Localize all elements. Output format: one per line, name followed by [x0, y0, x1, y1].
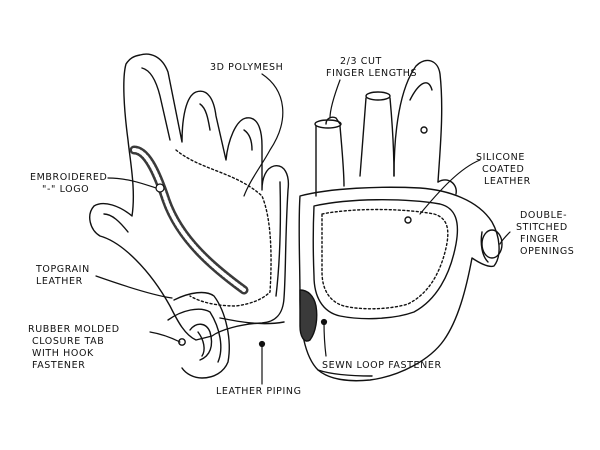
label-finger-lengths-line2: FINGER LENGTHS	[326, 68, 418, 79]
label-sewn-loop: SEWN LOOP FASTENER	[322, 360, 442, 371]
label-double-line4: OPENINGS	[520, 246, 575, 257]
right-glove	[298, 59, 503, 382]
label-rubber-line3: WITH HOOK	[32, 348, 94, 359]
label-double-line1: DOUBLE-	[520, 210, 568, 221]
label-double-line2: STITCHED	[516, 222, 568, 233]
label-silicone-line1: SILICONE	[476, 152, 525, 163]
label-finger-lengths-line1: 2/3 CUT	[340, 56, 382, 67]
label-embroidered-line2: "-" LOGO	[42, 184, 90, 195]
label-leather-piping: LEATHER PIPING	[216, 386, 302, 397]
label-rubber-line4: FASTENER	[32, 360, 86, 371]
label-topgrain-line1: TOPGRAIN	[36, 264, 90, 275]
label-silicone-line3: LEATHER	[484, 176, 531, 187]
label-rubber-line1: RUBBER MOLDED	[28, 324, 120, 335]
label-double-line3: FINGER	[520, 234, 559, 245]
leader-lines	[95, 73, 511, 385]
label-topgrain-line2: LEATHER	[36, 276, 83, 287]
label-rubber-line2: CLOSURE TAB	[32, 336, 105, 347]
label-silicone-line2: COATED	[482, 164, 525, 175]
label-embroidered-line1: EMBROIDERED	[30, 172, 108, 183]
label-3d-polymesh: 3D POLYMESH	[210, 62, 284, 73]
